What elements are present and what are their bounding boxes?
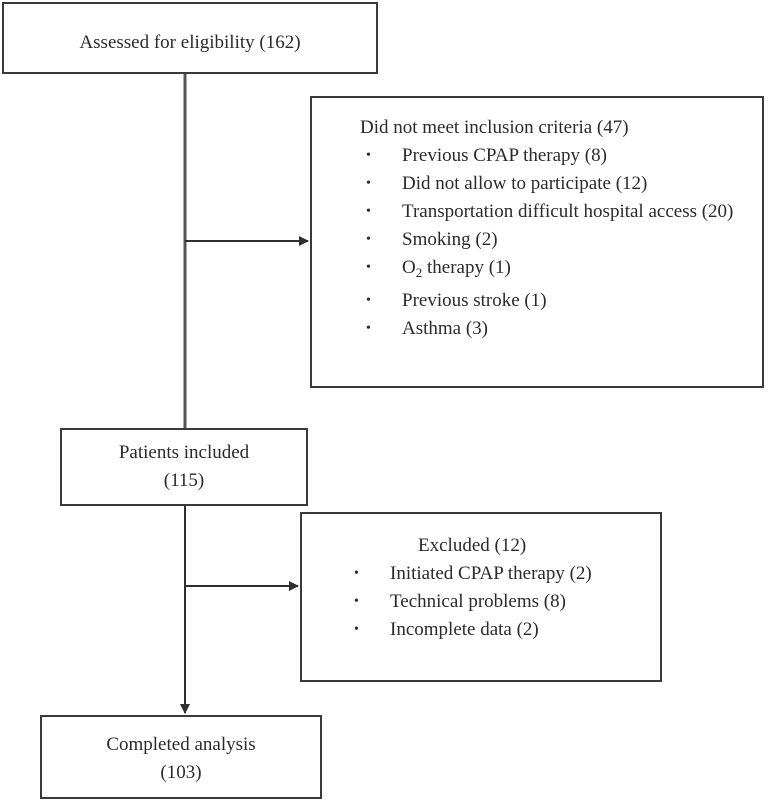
list-item: •Incomplete data (2) <box>348 616 650 644</box>
excluded-title: Excluded (12) <box>418 535 527 556</box>
bullet-icon: • <box>366 293 371 308</box>
excluded-box: Excluded (12) •Initiated CPAP therapy (2… <box>300 512 662 682</box>
list-item: •Transportation difficult hospital acces… <box>360 198 752 226</box>
bullet-icon: • <box>354 622 359 637</box>
bullet-icon: • <box>366 148 371 163</box>
bullet-icon: • <box>366 232 371 247</box>
excluded-list: •Initiated CPAP therapy (2) •Technical p… <box>348 560 650 644</box>
list-item: •Asthma (3) <box>360 315 752 343</box>
list-item: •Initiated CPAP therapy (2) <box>348 560 650 588</box>
list-item: •Did not allow to participate (12) <box>360 170 752 198</box>
list-item: •Smoking (2) <box>360 226 752 254</box>
bullet-icon: • <box>366 204 371 219</box>
bullet-icon: • <box>366 321 371 336</box>
completed-analysis-count: (103) <box>160 762 202 783</box>
not-meet-criteria-list: •Previous CPAP therapy (8) •Did not allo… <box>360 142 752 343</box>
patients-included-label: Patients included <box>118 442 250 463</box>
assessed-label: Assessed for eligibility (162) <box>79 32 301 53</box>
not-meet-criteria-title: Did not meet inclusion criteria (47) <box>360 117 629 138</box>
patients-included-box: Patients included (115) <box>60 428 308 506</box>
list-item: •Technical problems (8) <box>348 588 650 616</box>
bullet-icon: • <box>366 176 371 191</box>
bullet-icon: • <box>354 594 359 609</box>
patients-included-count: (115) <box>163 470 205 491</box>
bullet-icon: • <box>354 566 359 581</box>
not-meet-criteria-box: Did not meet inclusion criteria (47) •Pr… <box>310 96 764 388</box>
bullet-icon: • <box>366 260 371 275</box>
list-item: •Previous CPAP therapy (8) <box>360 142 752 170</box>
assessed-box: Assessed for eligibility (162) <box>2 2 378 74</box>
completed-analysis-box: Completed analysis (103) <box>40 715 322 799</box>
list-item: •Previous stroke (1) <box>360 287 752 315</box>
completed-analysis-label: Completed analysis <box>106 734 256 755</box>
list-item: •O2 therapy (1) <box>360 254 752 287</box>
